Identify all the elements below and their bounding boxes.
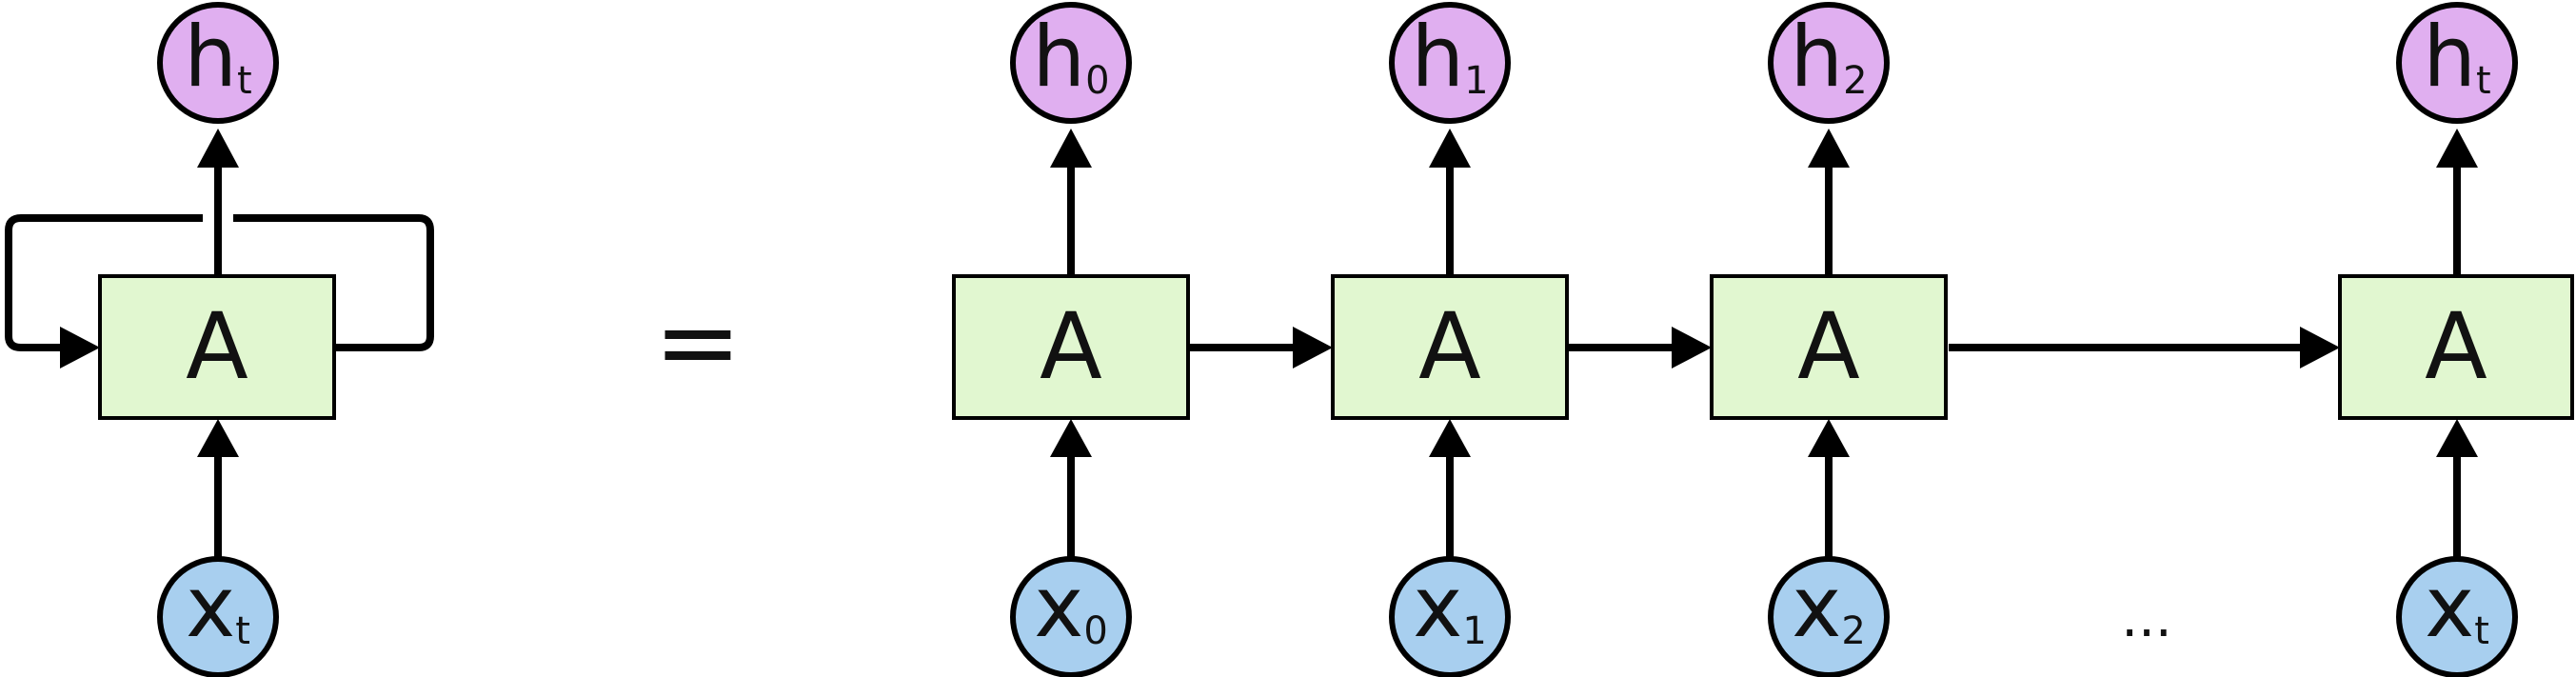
rnn-cell [1331, 274, 1569, 420]
rnn-cell [952, 274, 1190, 420]
output-node-label: h1 [1411, 8, 1488, 106]
output-arrowhead [197, 129, 239, 168]
input-arrowhead [1050, 419, 1092, 457]
output-node-label: h2 [1790, 8, 1867, 106]
input-node [1010, 556, 1132, 677]
output-node [157, 2, 279, 124]
unrolled-step-0: A h0 x0 [952, 2, 1190, 677]
rnn-cell-label: A [1418, 293, 1481, 400]
ellipsis: ... [2121, 587, 2171, 649]
unrolled-step-2: A h2 x2 [1710, 2, 1948, 677]
output-node [2396, 2, 2518, 124]
input-node [2396, 556, 2518, 677]
rnn-cell-label: A [186, 293, 248, 400]
rnn-cell-label: A [1040, 293, 1102, 400]
output-arrowhead [1050, 129, 1092, 168]
rnn-cell-label: A [1797, 293, 1860, 400]
input-node-label: x2 [1792, 558, 1866, 656]
output-node-label: ht [184, 8, 251, 106]
input-arrowhead [1808, 419, 1850, 457]
input-node [1768, 556, 1890, 677]
unrolled-step-1: A h1 x1 [1331, 2, 1569, 677]
output-node-label: ht [2423, 8, 2490, 106]
recurrent-loop-line-left [5, 214, 203, 351]
input-node-label: xt [186, 558, 250, 656]
rnn-cell [98, 274, 336, 420]
output-arrowhead [1429, 129, 1471, 168]
recurrent-loop-arrowhead [60, 327, 100, 368]
rnn-cell-label: A [2425, 293, 2487, 400]
input-node [157, 556, 279, 677]
output-arrowhead [2436, 129, 2478, 168]
state-arrowhead-0-1 [1293, 327, 1333, 368]
input-node-label: xt [2425, 558, 2489, 656]
unrolled-step-t: A ht xt [2338, 2, 2574, 677]
input-node [1389, 556, 1511, 677]
output-node [1389, 2, 1511, 124]
recurrent-loop-line [233, 214, 434, 351]
input-arrowhead [197, 419, 239, 457]
rnn-cell [1710, 274, 1948, 420]
rnn-cell [2338, 274, 2574, 420]
input-arrowhead [2436, 419, 2478, 457]
input-arrowhead [1429, 419, 1471, 457]
output-arrowhead [1808, 129, 1850, 168]
state-arrowhead-2-t [2300, 327, 2340, 368]
unrolled-rnn: A h0 x0 A h1 x1 [952, 2, 2574, 677]
output-node [1010, 2, 1132, 124]
folded-rnn: A ht xt [5, 2, 434, 677]
equals-sign: = [654, 281, 742, 403]
output-node [1768, 2, 1890, 124]
output-node-label: h0 [1032, 8, 1109, 106]
input-node-label: x0 [1034, 558, 1108, 656]
input-node-label: x1 [1413, 558, 1487, 656]
state-arrowhead-1-2 [1672, 327, 1712, 368]
